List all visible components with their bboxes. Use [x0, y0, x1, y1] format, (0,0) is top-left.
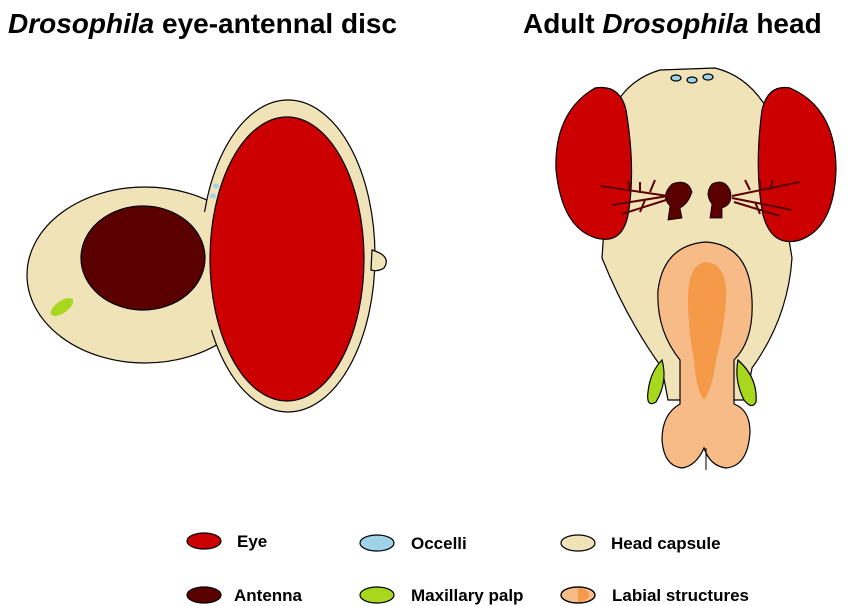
legend-label-maxillary-palp: Maxillary palp — [411, 586, 523, 606]
disc-occellus — [210, 194, 216, 199]
head-occellus — [671, 75, 681, 81]
head-eye-left — [556, 87, 632, 239]
head-occellus — [703, 74, 713, 80]
legend-label-head-capsule: Head capsule — [611, 534, 721, 554]
legend-swatch-occelli — [360, 535, 394, 551]
legend-swatch-antenna — [187, 587, 221, 603]
legend-swatch-maxillary-palp — [360, 587, 394, 603]
disc-occellus — [213, 184, 219, 189]
disc-nub — [371, 250, 386, 271]
legend-label-occelli: Occelli — [411, 534, 467, 554]
disc-antenna — [81, 206, 205, 310]
legend-label-eye: Eye — [237, 532, 267, 552]
head-eye-right — [758, 87, 836, 241]
eye-antennal-disc — [27, 100, 386, 412]
head-maxillary-palp-left — [648, 360, 664, 404]
legend-label-antenna: Antenna — [234, 586, 302, 606]
legend-label-labial: Labial structures — [612, 586, 749, 606]
disc-eye — [210, 117, 364, 401]
legend-swatch-eye — [187, 533, 221, 549]
head-occellus — [687, 77, 697, 83]
legend-swatch-labial — [561, 587, 595, 603]
legend-swatch-head-capsule — [561, 535, 595, 551]
adult-head — [556, 68, 836, 470]
